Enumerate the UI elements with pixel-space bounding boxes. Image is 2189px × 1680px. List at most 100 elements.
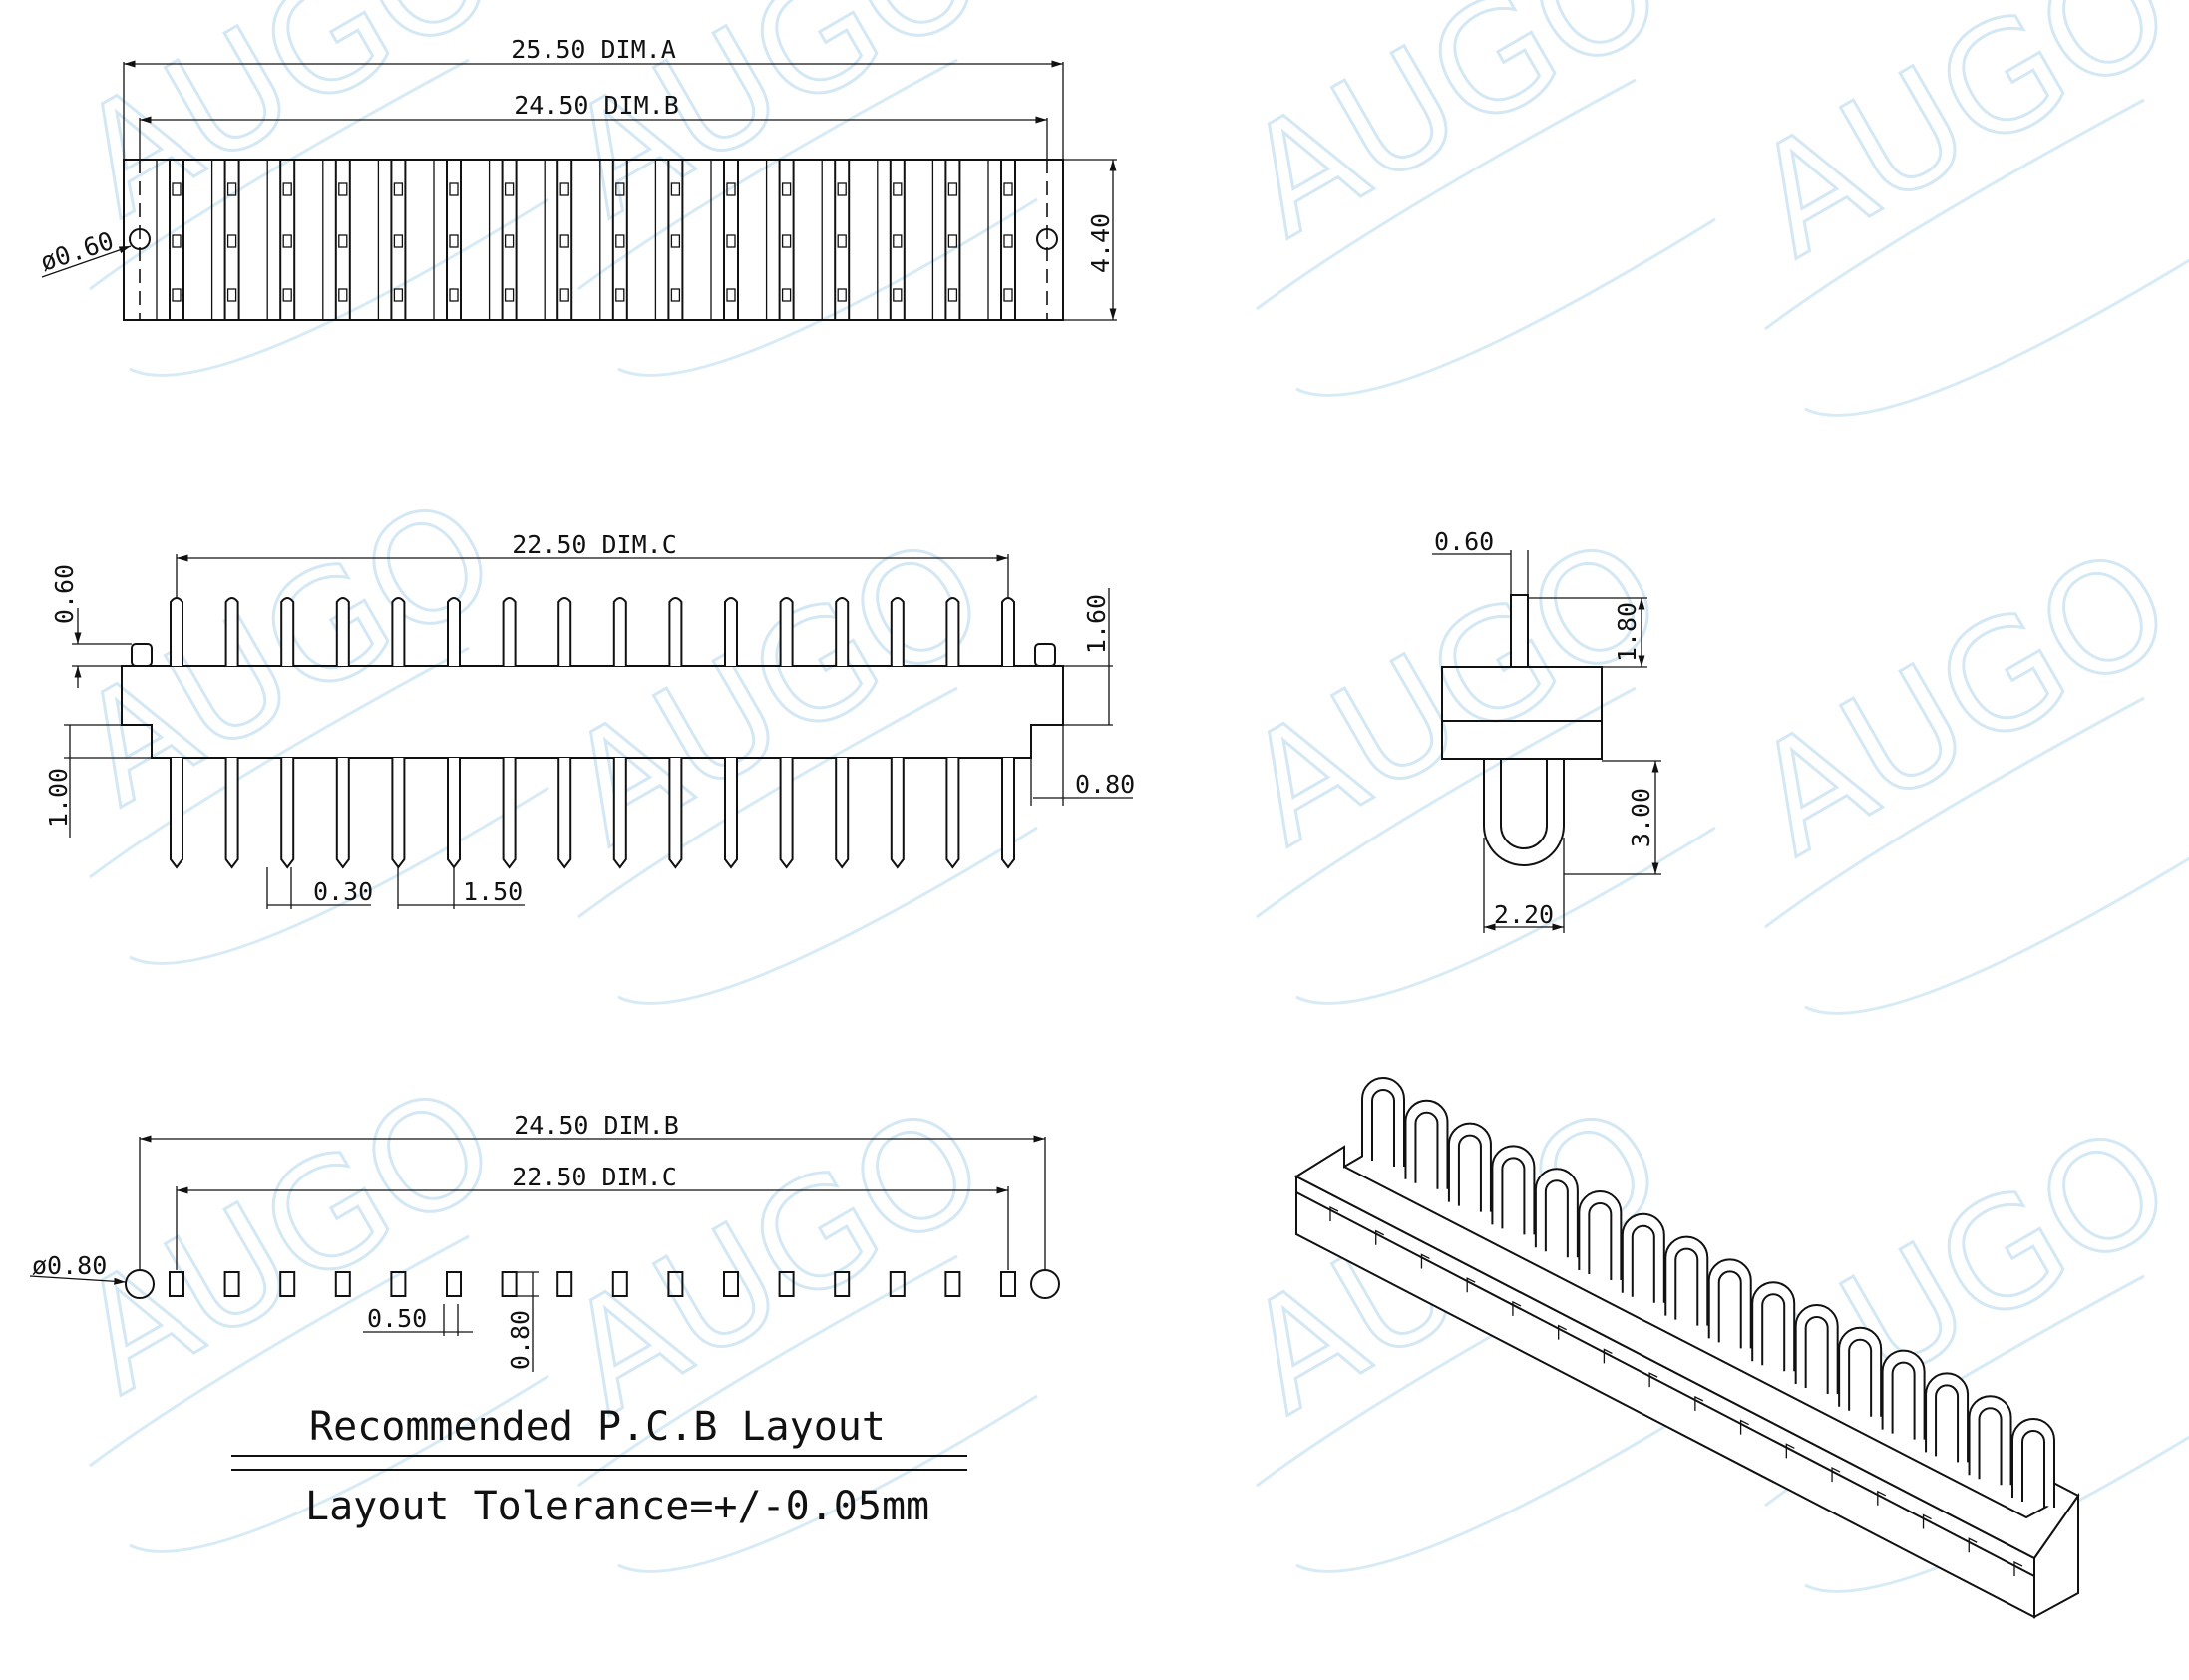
pcb-pad: [334, 1271, 351, 1297]
top-view-body: [123, 159, 1064, 321]
front-peg-left: [131, 643, 153, 667]
pcb-hole-right: [1030, 1269, 1060, 1299]
front-pin-top: [612, 597, 627, 666]
top-view-contact: [226, 234, 237, 248]
iso-loop-inner: [1371, 1089, 1395, 1167]
iso-slot: [1466, 1277, 1476, 1293]
top-view-contact: [947, 234, 958, 248]
watermark-arc: [617, 826, 1038, 1005]
watermark-arc: [1804, 856, 2189, 1015]
pcb-title: Recommended P.C.B Layout: [309, 1404, 886, 1450]
top-view-slot: [611, 159, 628, 321]
top-view-slot: [446, 159, 462, 321]
top-hole-label: ø0.60: [37, 226, 118, 277]
iso-loop-inner: [1414, 1111, 1439, 1189]
pcb-pad: [169, 1271, 184, 1297]
top-view-contact: [172, 182, 182, 196]
top-view-contact: [670, 182, 681, 196]
front-peg-right: [1034, 643, 1056, 667]
top-view-contact: [226, 182, 237, 196]
top-view-slot: [556, 159, 573, 321]
top-view-contact: [449, 234, 459, 248]
top-view-slot: [723, 159, 739, 321]
side-pin-top-label: 1.80: [1613, 602, 1642, 662]
iso-slot: [1922, 1513, 1932, 1529]
watermark-arc: [1256, 78, 1637, 311]
watermark-text: AUGO: [1218, 0, 1690, 270]
pin-above-label: 1.60: [1082, 594, 1111, 654]
front-pin-bottom: [779, 758, 794, 869]
watermark-arc: [129, 1374, 549, 1553]
pcb-layout: 24.50 DIM.B 22.50 DIM.C ø0.80 0.50 0.80 …: [29, 1111, 1060, 1529]
top-view-slot: [1000, 159, 1016, 321]
top-view-contact: [172, 234, 182, 248]
top-view-contact: [559, 234, 569, 248]
watermark-text: AUGO: [51, 1054, 524, 1427]
top-view: 25.50 DIM.A 24.50 DIM.B ø0.60 4.40: [37, 35, 1117, 321]
iso-loop-inner: [1631, 1224, 1655, 1303]
iso-loop-inner: [1761, 1293, 1786, 1372]
watermark-arc: [617, 197, 1038, 377]
top-view-slot: [501, 159, 518, 321]
watermark-text: AUGO: [51, 0, 524, 250]
iso-slot: [1329, 1205, 1339, 1221]
front-pin-top: [668, 597, 683, 666]
iso-loop-outer: [1707, 1258, 1752, 1349]
front-pin-top: [1001, 597, 1015, 666]
front-pin-top: [557, 597, 572, 666]
pcb-pad: [279, 1271, 296, 1297]
iso-loop-outer: [1534, 1168, 1579, 1258]
top-view-contact: [615, 182, 625, 196]
pcb-pad: [223, 1271, 240, 1297]
top-view-contact: [670, 288, 681, 302]
isometric-view: [1293, 1077, 2080, 1619]
top-view-contact: [781, 234, 792, 248]
front-pin-top: [170, 597, 183, 666]
watermark-arc: [577, 1254, 958, 1488]
pcb-dim-b-label: 24.50 DIM.B: [514, 1111, 679, 1140]
top-view-contact: [726, 288, 736, 302]
top-view-contact: [947, 182, 958, 196]
pcb-dim-c-label: 22.50 DIM.C: [512, 1163, 677, 1191]
watermark-text: AUGO: [540, 505, 1012, 878]
watermark-arc: [1764, 696, 2145, 929]
watermark-text: AUGO: [1726, 0, 2189, 290]
iso-loop-outer: [1621, 1212, 1665, 1303]
pcb-pad: [501, 1271, 518, 1297]
top-view-contact: [893, 234, 903, 248]
dim-c-label: 22.50 DIM.C: [512, 530, 677, 559]
iso-loop-outer: [1794, 1304, 1839, 1394]
top-view-contact: [282, 234, 292, 248]
pcb-pad: [556, 1271, 573, 1297]
top-view-slot: [334, 159, 351, 321]
iso-loop-outer: [1968, 1395, 2012, 1486]
offset-label: 1.00: [44, 768, 73, 828]
top-view-slot: [834, 159, 851, 321]
pcb-pad: [889, 1271, 906, 1297]
front-pin-bottom: [724, 758, 738, 869]
pcb-pad: [944, 1271, 961, 1297]
front-pin-bottom: [502, 758, 517, 869]
top-view-contact: [781, 288, 792, 302]
top-view-contact: [615, 234, 625, 248]
top-view-contact: [504, 182, 515, 196]
pcb-pad-height-label: 0.80: [506, 1310, 535, 1370]
top-view-slot: [778, 159, 795, 321]
top-view-contact: [1003, 288, 1013, 302]
side-loop-width-label: 2.20: [1494, 900, 1554, 929]
iso-loop-inner: [1674, 1247, 1699, 1326]
dim-b-label: 24.50 DIM.B: [514, 91, 679, 120]
iso-loop-outer: [1578, 1190, 1623, 1280]
iso-loop-outer: [1881, 1349, 1926, 1440]
top-view-contact: [338, 182, 348, 196]
pcb-pad: [723, 1271, 739, 1297]
top-view-contact: [393, 234, 404, 248]
top-view-slot: [667, 159, 684, 321]
top-view-contact: [781, 182, 792, 196]
side-view-loop-inner: [1500, 759, 1548, 849]
iso-loop-inner: [1588, 1202, 1613, 1280]
iso-loop-inner: [1804, 1316, 1829, 1394]
watermark-text: AUGO: [1218, 505, 1690, 878]
front-pin-bottom: [447, 758, 461, 869]
